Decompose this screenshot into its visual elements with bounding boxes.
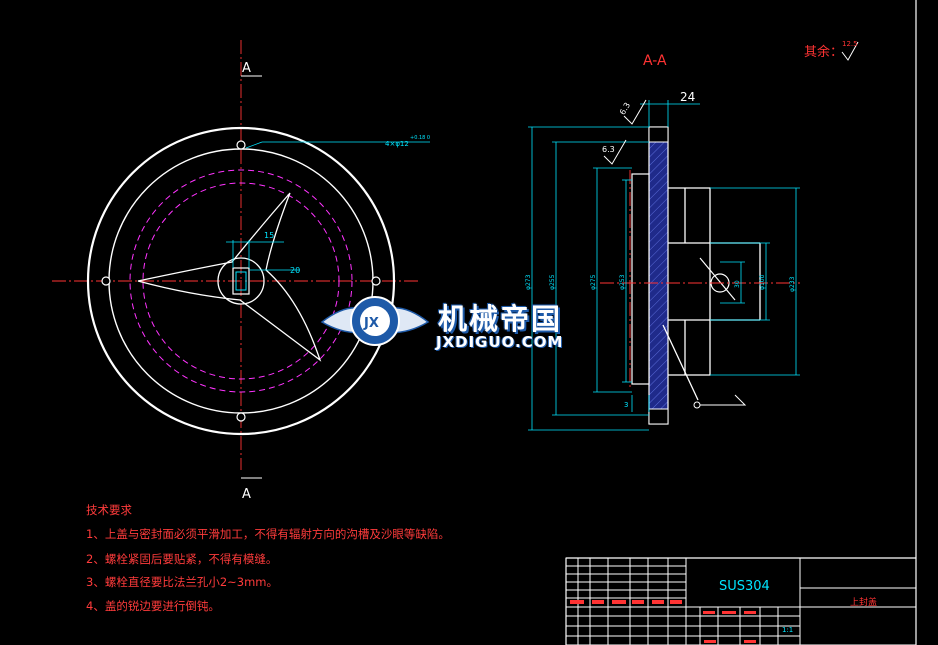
handle-section [662, 187, 761, 401]
drawing-frame [565, 0, 917, 645]
dim-width-20: 20 [290, 266, 300, 275]
hub-circle [217, 257, 265, 305]
section-cut-lines [241, 75, 262, 479]
front-view: A A 4×φ12 +0.18 0 15 2 [52, 40, 430, 502]
dim-small-3: 3 [624, 401, 628, 409]
title-part-name: 上封盖 [850, 596, 877, 608]
dim-dia-233: φ233 [789, 276, 796, 292]
watermark-cn: 机械帝国 [438, 302, 563, 336]
dim-rough-2: 6.3 [602, 145, 615, 154]
dim-hole-tol: +0.18 0 [410, 135, 430, 141]
seal-step [631, 173, 650, 385]
roughness-symbols [603, 41, 859, 165]
plate-bottom-lip [648, 408, 669, 425]
hub-key [235, 271, 247, 291]
section-view: A-A [525, 40, 859, 431]
dim-dia-255: φ255 [549, 274, 556, 290]
front-center-lines [52, 40, 420, 470]
section-view-title: A-A [643, 53, 667, 69]
tech-requirement-2: 2、螺栓紧固后要贴紧，不得有模缝。 [86, 552, 278, 566]
section-center-lines [600, 170, 800, 390]
title-block [565, 557, 917, 645]
front-dimensions [226, 141, 430, 271]
handle-star [137, 192, 322, 362]
dim-thickness-24: 24 [680, 90, 695, 104]
hub-keyway [232, 267, 250, 295]
title-block-red-labels [570, 600, 756, 643]
watermark-logo: JX [320, 296, 430, 346]
hub-pin [699, 257, 736, 301]
dim-width-15: 15 [264, 231, 274, 240]
dim-dia-30: 30 [734, 280, 741, 288]
dim-dia-275: φ275 [590, 274, 597, 290]
plate-section [648, 126, 669, 425]
section-label-bottom: A [242, 487, 251, 502]
dim-rough-1: 6.3 [618, 101, 632, 117]
bolt-holes [101, 140, 381, 422]
title-material: SUS304 [719, 579, 770, 594]
plate-top-lip [648, 126, 669, 143]
dim-dia-253: φ253 [619, 274, 626, 290]
dim-dia-273: φ273 [525, 274, 532, 290]
dim-hole-pattern: 4×φ12 [385, 140, 409, 148]
dim-dia-100: φ100 [759, 274, 766, 290]
tech-requirements-title: 技术要求 [86, 503, 132, 517]
watermark-en: JXDIGUO.COM [436, 333, 564, 351]
section-dimensions [528, 100, 800, 431]
title-scale: 1:1 [782, 626, 793, 634]
section-label-top: A [242, 61, 251, 76]
tech-requirement-4: 4、盖的锐边要进行倒钝。 [86, 599, 220, 613]
roughness-note: 其余： [804, 44, 843, 60]
surface-mark-symbol [700, 394, 747, 406]
roughness-value: 12.5 [842, 40, 858, 48]
pitch-circle-inner [142, 182, 340, 380]
watermark-logo-mark: JX [363, 316, 379, 331]
tech-requirement-3: 3、螺栓直径要比法兰孔小2~3mm。 [86, 575, 278, 589]
surface-mark-dot [693, 401, 701, 409]
outer-flange-circle [86, 126, 396, 436]
tech-requirement-1: 1、上盖与密封面必须平滑加工，不得有辐射方向的沟槽及沙眼等缺陷。 [86, 527, 450, 541]
pitch-circle-outer [129, 169, 353, 393]
